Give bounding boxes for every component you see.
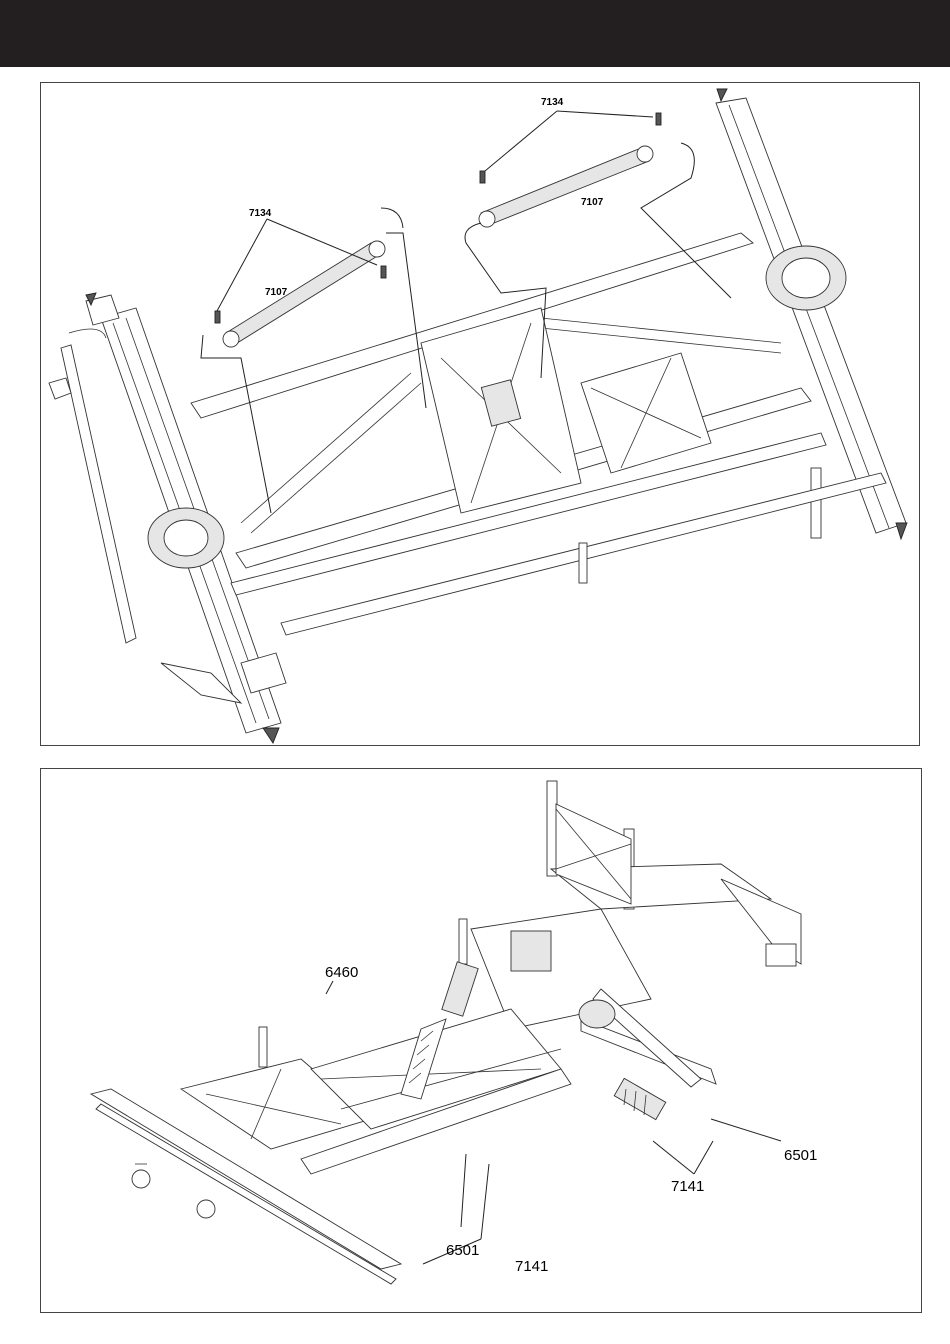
chassis-shock-illustration: 6460 6501 7141 6501 7141	[41, 769, 923, 1314]
callout-screw-right: 7134	[541, 97, 564, 108]
callout-mount-front: 6460	[325, 964, 358, 981]
callout-screw-front: 7141	[515, 1258, 548, 1275]
callout-screw-rear: 7141	[671, 1178, 704, 1195]
chassis-driveshaft-illustration: 7134 7107 7134 7107	[41, 83, 921, 747]
rear-axle	[716, 89, 907, 539]
center-skid-plate	[421, 308, 711, 583]
callout-driveshaft-right: 7107	[581, 197, 604, 208]
header-bar	[0, 0, 950, 67]
shock-rear	[614, 1078, 666, 1119]
chassis-body	[181, 909, 651, 1174]
callout-shock-front: 6501	[446, 1242, 479, 1259]
callout-leaders-panel2	[326, 981, 781, 1264]
callout-driveshaft-left: 7107	[265, 287, 288, 298]
callout-shock-rear: 6501	[784, 1147, 817, 1164]
step-panel-shocks: 6460 6501 7141 6501 7141	[40, 768, 922, 1313]
rear-suspension-arms	[579, 989, 716, 1087]
step-panel-driveshafts: 7134 7107 7134 7107	[40, 82, 920, 746]
callout-screw-left: 7134	[249, 208, 272, 219]
driveshaft-left	[201, 208, 426, 513]
